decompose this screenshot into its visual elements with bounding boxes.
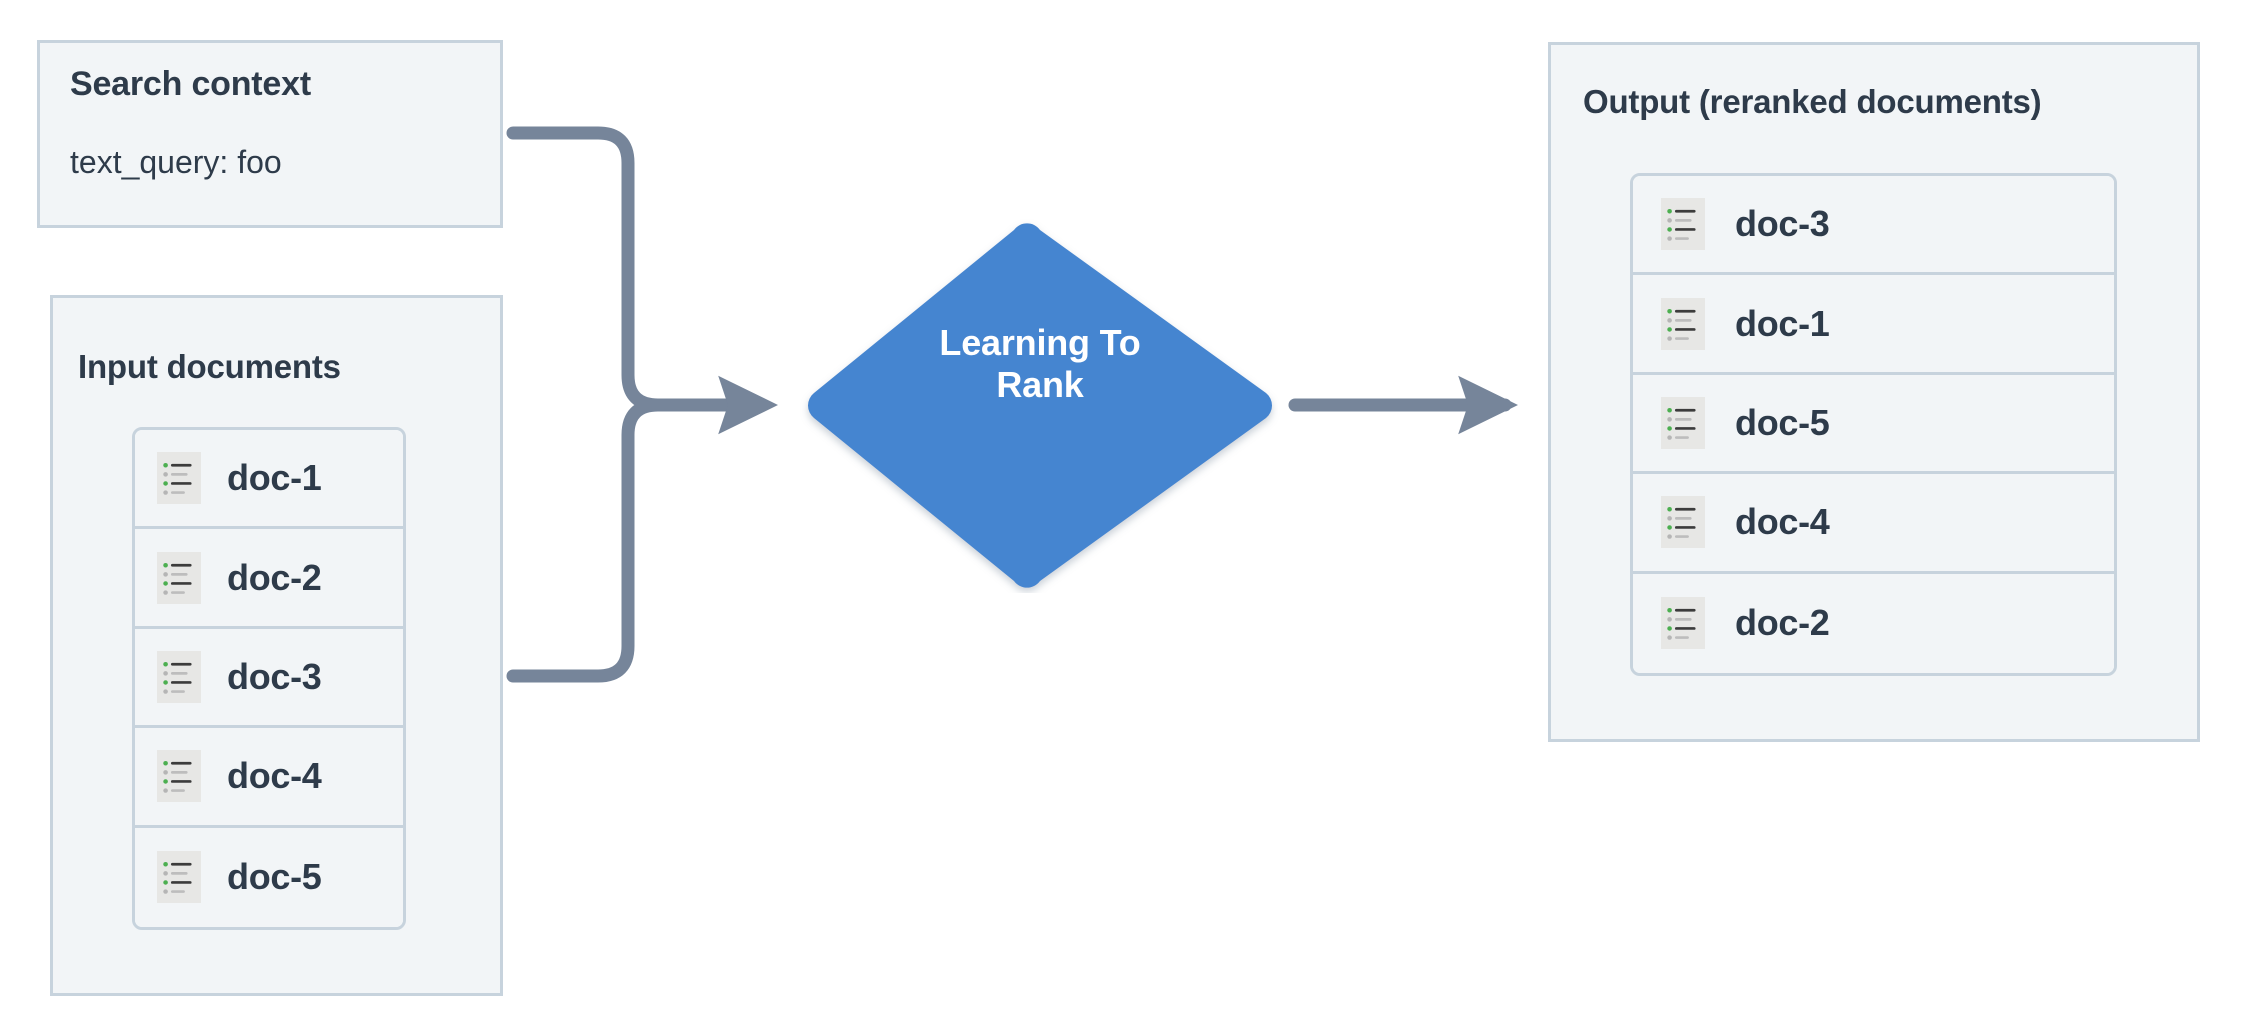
document-label: doc-3 — [227, 655, 322, 697]
connector-search-context-to-node — [506, 126, 665, 412]
search-context-title: Search context — [70, 65, 311, 103]
document-list-item[interactable]: doc-4 — [1633, 474, 2114, 574]
document-list-icon — [1661, 496, 1705, 549]
document-label: doc-2 — [1735, 602, 1830, 644]
document-icon-wrapper — [157, 851, 201, 904]
document-list-item[interactable]: doc-4 — [135, 728, 403, 828]
learning-to-rank-node[interactable] — [800, 218, 1280, 593]
document-label: doc-5 — [1735, 401, 1830, 443]
document-list-item[interactable]: doc-3 — [135, 628, 403, 729]
document-icon-wrapper — [1661, 198, 1705, 251]
document-icon-wrapper — [157, 650, 201, 703]
output-document-list: doc-3 doc-1 doc-5 doc-4 doc-2 — [1630, 173, 2117, 676]
input-document-list: doc-1 doc-2 doc-3 doc-4 doc-5 — [132, 427, 406, 930]
document-list-icon — [157, 851, 201, 904]
document-list-icon — [157, 650, 201, 703]
document-label: doc-1 — [227, 457, 322, 499]
document-icon-wrapper — [1661, 496, 1705, 549]
document-label: doc-3 — [1735, 203, 1830, 245]
document-list-item[interactable]: doc-5 — [135, 827, 403, 927]
document-label: doc-4 — [1735, 501, 1830, 543]
document-list-icon — [157, 452, 201, 505]
connector-input-documents-to-node — [506, 398, 665, 683]
search-context-query: text_query: foo — [70, 144, 282, 180]
document-list-icon — [1661, 198, 1705, 251]
document-label: doc-2 — [227, 556, 322, 598]
document-icon-wrapper — [1661, 396, 1705, 449]
document-list-icon — [157, 551, 201, 604]
document-list-item[interactable]: doc-3 — [1633, 176, 2114, 276]
document-list-item[interactable]: doc-2 — [1633, 573, 2114, 673]
document-list-icon — [1661, 396, 1705, 449]
document-list-icon — [1661, 597, 1705, 650]
document-list-item[interactable]: doc-2 — [135, 529, 403, 629]
document-icon-wrapper — [157, 750, 201, 803]
document-list-item[interactable]: doc-1 — [1633, 275, 2114, 375]
document-list-item[interactable]: doc-5 — [1633, 374, 2114, 475]
document-list-icon — [1661, 297, 1705, 350]
document-list-item[interactable]: doc-1 — [135, 430, 403, 530]
input-documents-title: Input documents — [78, 348, 341, 385]
document-icon-wrapper — [1661, 597, 1705, 650]
document-label: doc-4 — [227, 755, 322, 797]
document-list-icon — [157, 750, 201, 803]
document-icon-wrapper — [1661, 297, 1705, 350]
output-documents-title: Output (reranked documents) — [1583, 83, 2042, 120]
document-icon-wrapper — [157, 452, 201, 505]
document-label: doc-1 — [1735, 302, 1830, 344]
document-label: doc-5 — [227, 856, 322, 898]
document-icon-wrapper — [157, 551, 201, 604]
search-context-panel — [37, 40, 503, 228]
